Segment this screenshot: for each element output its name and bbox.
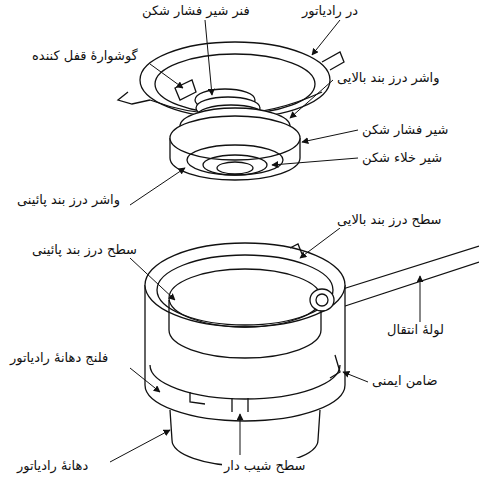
part-label: واشر درز بند بالایی <box>335 70 442 86</box>
part-label: فلنج دهانهٔ رادیاتور <box>8 350 110 366</box>
part-label: دهانهٔ رادیاتور <box>15 458 90 474</box>
part-label: شیر فشار شکن <box>360 122 450 138</box>
part-label: گوشوارهٔ قفل کننده <box>30 48 140 64</box>
part-label: فنر شیر فشار شکن <box>140 3 252 19</box>
part-label: سطح شیب دار <box>222 458 307 474</box>
part-label: سطح درز بند پائینی <box>30 242 139 258</box>
part-label: سطح درز بند بالایی <box>335 212 444 228</box>
part-label: شیر خلاء شکن <box>360 150 444 166</box>
radiator-cap <box>118 42 344 180</box>
part-label: در رادیاتور <box>300 3 360 19</box>
leader-lines <box>110 20 420 462</box>
part-label: واشر درز بند پائینی <box>15 192 122 208</box>
part-label: ضامن ایمنی <box>370 373 440 389</box>
radiator-neck <box>145 243 479 466</box>
part-label: لولهٔ انتقال <box>385 322 446 338</box>
